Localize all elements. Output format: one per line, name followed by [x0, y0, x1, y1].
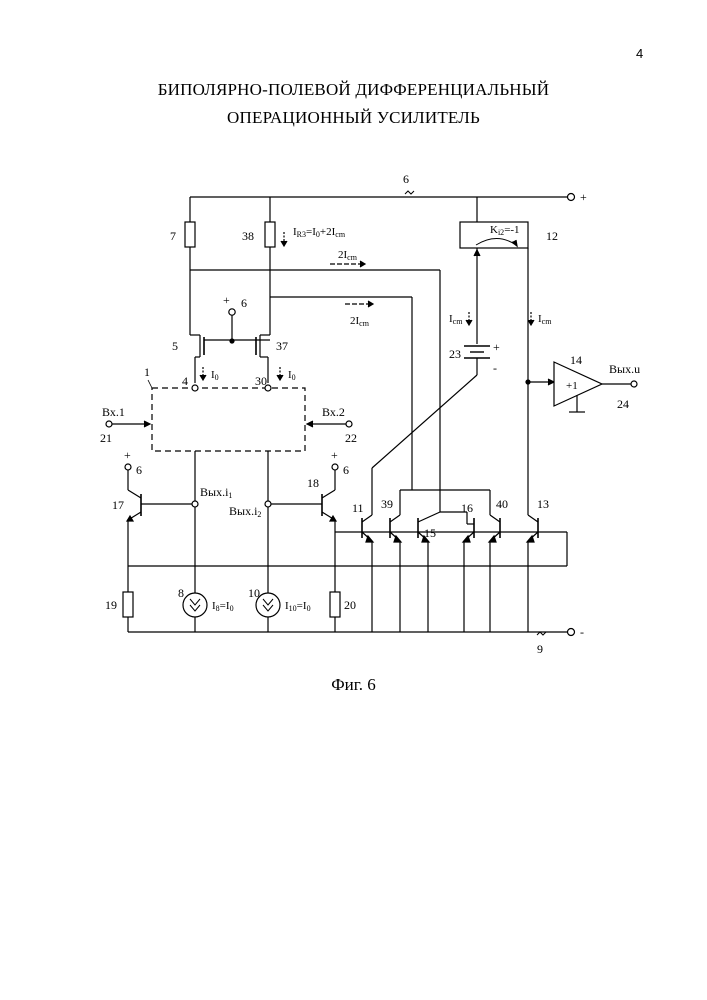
label-1: 1	[144, 365, 150, 379]
label-10: 10	[248, 586, 260, 600]
label-7: 7	[170, 229, 176, 243]
label-6-17: 6	[136, 463, 142, 477]
label-bat-plus: +	[493, 340, 500, 354]
label-5: 5	[172, 339, 178, 353]
label-8: 8	[178, 586, 184, 600]
resistor-19	[123, 592, 133, 617]
label-9: 9	[537, 642, 543, 656]
label-plus-fet: +	[223, 293, 230, 307]
label-i10: I10=I0	[285, 600, 311, 613]
label-plus-17: +	[124, 448, 131, 462]
label-37: 37	[276, 339, 288, 353]
label-ki2: Ki2=-1	[490, 224, 520, 237]
label-2icm-top: 2Icm	[338, 249, 358, 262]
buffer-14	[554, 362, 602, 406]
label-minus-bottom: -	[580, 625, 584, 639]
label-bat-minus: -	[493, 361, 497, 375]
label-plus-top: +	[580, 190, 587, 204]
label-plus-18: +	[331, 448, 338, 462]
label-i0-left: I0	[211, 369, 219, 382]
label-23: 23	[449, 347, 461, 361]
label-13: 13	[537, 497, 549, 511]
label-17: 17	[112, 498, 124, 512]
negative-terminal	[568, 629, 575, 636]
label-out-i1: Вых.i1	[200, 485, 232, 500]
resistor-38	[265, 222, 275, 247]
label-icm-right: Icm	[538, 313, 552, 326]
label-18: 18	[307, 476, 319, 490]
label-19: 19	[105, 598, 117, 612]
label-38: 38	[242, 229, 254, 243]
label-i8: I8=I0	[212, 600, 234, 613]
label-i0-right: I0	[288, 369, 296, 382]
label-20: 20	[344, 598, 356, 612]
resistor-7	[185, 222, 195, 247]
label-out-u: Вых.u	[609, 362, 640, 376]
label-6-18: 6	[343, 463, 349, 477]
label-in1: Вх.1	[102, 405, 125, 419]
label-ir3: IR3=I0+2Icm	[293, 226, 346, 239]
label-22: 22	[345, 431, 357, 445]
resistor-20	[330, 592, 340, 617]
label-icm-left: Icm	[449, 313, 463, 326]
label-15: 15	[424, 526, 436, 540]
label-16: 16	[461, 501, 473, 515]
figure-caption: Фиг. 6	[0, 675, 707, 695]
label-buffer-gain: +1	[566, 380, 578, 392]
label-out-i2: Вых.i2	[229, 504, 261, 519]
label-40: 40	[496, 497, 508, 511]
label-21: 21	[100, 431, 112, 445]
rail-6-tick	[405, 191, 414, 194]
label-39: 39	[381, 497, 393, 511]
label-14: 14	[570, 353, 582, 367]
label-4: 4	[182, 374, 188, 388]
label-11: 11	[352, 501, 364, 515]
label-2icm-mid: 2Icm	[350, 315, 370, 328]
label-6-top: 6	[403, 172, 409, 186]
dashed-block-1	[152, 388, 305, 451]
positive-terminal	[568, 194, 575, 201]
label-12: 12	[546, 229, 558, 243]
label-30: 30	[255, 374, 267, 388]
label-6-fet: 6	[241, 296, 247, 310]
label-in2: Вх.2	[322, 405, 345, 419]
label-24: 24	[617, 397, 629, 411]
